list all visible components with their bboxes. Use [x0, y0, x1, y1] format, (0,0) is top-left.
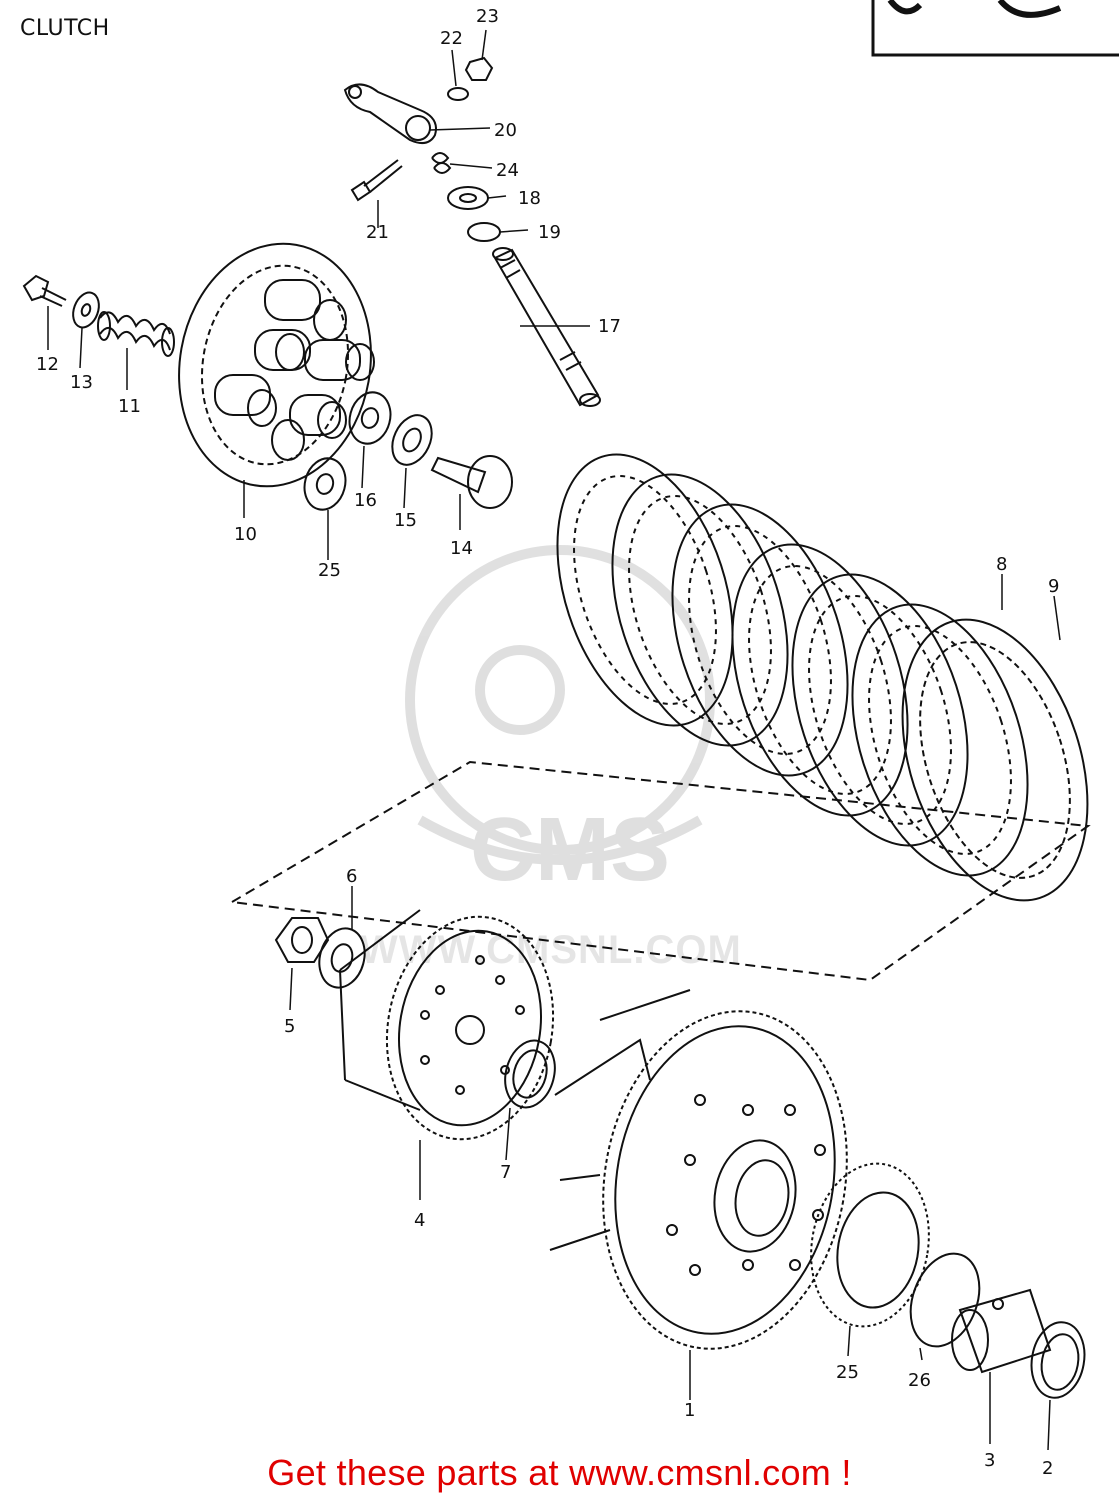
part-5-nut [274, 917, 330, 963]
callout-26: 26 [908, 1370, 931, 1391]
frame-corner [871, 0, 1119, 57]
watermark-cms-text: CMS [470, 800, 670, 900]
callout-8: 8 [996, 554, 1007, 575]
callout-labels: 23 22 20 24 18 21 19 17 12 13 11 10 16 1… [36, 6, 1059, 1479]
part-14-pushrod [430, 455, 513, 509]
part-25-washer-top [303, 457, 347, 511]
callout-4: 4 [414, 1210, 425, 1231]
part-25-primary-gear [810, 1162, 930, 1328]
callout-3: 3 [984, 1450, 995, 1471]
part-13-washer [72, 291, 100, 329]
callout-11: 11 [118, 396, 141, 417]
part-22-washer [447, 87, 469, 101]
callout-5: 5 [284, 1016, 295, 1037]
frame-stub [887, 0, 1062, 18]
callout-2: 2 [1042, 1458, 1053, 1479]
callout-6: 6 [346, 866, 357, 887]
part-10-pressure-plate [178, 242, 375, 488]
part-12-bolt [22, 274, 67, 307]
callout-14: 14 [450, 538, 473, 559]
callout-13: 13 [70, 372, 93, 393]
part-24-spring [431, 152, 452, 174]
watermark-url: WWW.CMSNL.COM [360, 928, 742, 972]
callout-24: 24 [496, 160, 519, 181]
callout-16: 16 [354, 490, 377, 511]
callout-23: 23 [476, 6, 499, 27]
callout-17: 17 [598, 316, 621, 337]
part-23-nut [464, 56, 494, 81]
cms-watermark-logo: CMS [405, 545, 715, 900]
callout-1: 1 [684, 1400, 695, 1421]
page-title: CLUTCH [20, 16, 110, 41]
part-26-circlip [909, 1252, 981, 1348]
assembly-guide-outline [228, 760, 1091, 982]
callout-22: 22 [440, 28, 463, 49]
part-3-spacer [951, 1288, 1052, 1374]
callout-25-top: 25 [318, 560, 341, 581]
part-11-spring [97, 311, 175, 357]
part-15-bearing [391, 414, 433, 466]
callout-15: 15 [394, 510, 417, 531]
callout-10: 10 [234, 524, 257, 545]
clutch-plate-stack [556, 453, 1029, 877]
part-9-plate [901, 618, 1089, 902]
callout-12: 12 [36, 354, 59, 375]
part-4-clutch-hub [339, 909, 555, 1141]
callout-18: 18 [518, 188, 541, 209]
callout-21: 21 [366, 222, 389, 243]
callout-leaders [47, 29, 1061, 1451]
part-19-oring [467, 222, 501, 242]
callout-20: 20 [494, 120, 517, 141]
part-16-washer [348, 391, 392, 445]
part-2-thrust-washer [1030, 1321, 1086, 1399]
callout-25-bottom: 25 [836, 1362, 859, 1383]
callout-19: 19 [538, 222, 561, 243]
part-17-shaft [492, 247, 601, 407]
part-18-washer [447, 186, 489, 210]
part-20-lever [343, 83, 437, 145]
part-21-bolt [350, 159, 403, 202]
callout-9: 9 [1048, 576, 1059, 597]
callout-7: 7 [500, 1162, 511, 1183]
part-1-clutch-housing [549, 989, 848, 1350]
footer-link[interactable]: Get these parts at www.cmsnl.com ! [267, 1452, 852, 1493]
part-7-washer [504, 1039, 556, 1109]
